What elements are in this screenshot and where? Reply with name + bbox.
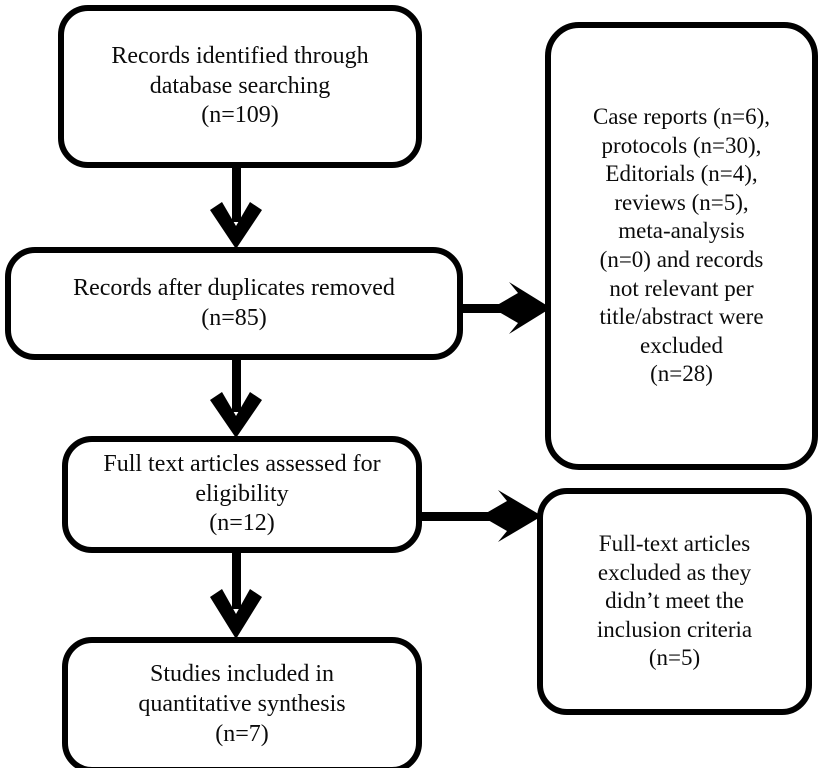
full-text-assessed-label: Full text articles assessed for eligibil… <box>103 450 381 537</box>
excluded-at-eligibility-label: Full-text articles excluded as they didn… <box>596 531 753 671</box>
arrow-identified-to-duplicates <box>196 166 276 249</box>
excluded-at-screening-label: Case reports (n=6), protocols (n=30), Ed… <box>592 104 771 387</box>
arrow-shaft <box>231 358 241 412</box>
arrow-head-right-icon <box>481 490 542 542</box>
studies-included-label: Studies included in quantitative synthes… <box>138 661 346 747</box>
arrow-duplicates-to-excluded-screening <box>461 272 551 344</box>
excluded-at-screening-box: Case reports (n=6), protocols (n=30), Ed… <box>545 22 818 470</box>
studies-included-box: Studies included in quantitative synthes… <box>62 637 422 768</box>
arrow-head-down-icon <box>210 392 262 438</box>
arrow-duplicates-to-fulltext <box>196 358 276 438</box>
full-text-assessed-box: Full text articles assessed for eligibil… <box>62 436 422 553</box>
arrow-shaft <box>231 551 241 609</box>
records-after-duplicates-label: Records after duplicates removed (n=85) <box>73 274 395 331</box>
records-identified-box: Records identified through database sear… <box>58 5 422 168</box>
excluded-at-eligibility-box: Full-text articles excluded as they didn… <box>537 488 812 715</box>
records-identified-label: Records identified through database sear… <box>111 42 369 129</box>
arrow-fulltext-to-excluded-eligibility <box>420 480 542 552</box>
arrow-head-right-icon <box>492 282 551 334</box>
records-after-duplicates-box: Records after duplicates removed (n=85) <box>5 247 463 360</box>
arrow-fulltext-to-included <box>196 551 276 639</box>
arrow-shaft <box>420 511 512 521</box>
arrow-head-down-icon <box>210 202 262 249</box>
arrow-head-down-icon <box>210 589 262 639</box>
arrow-shaft <box>231 166 241 222</box>
